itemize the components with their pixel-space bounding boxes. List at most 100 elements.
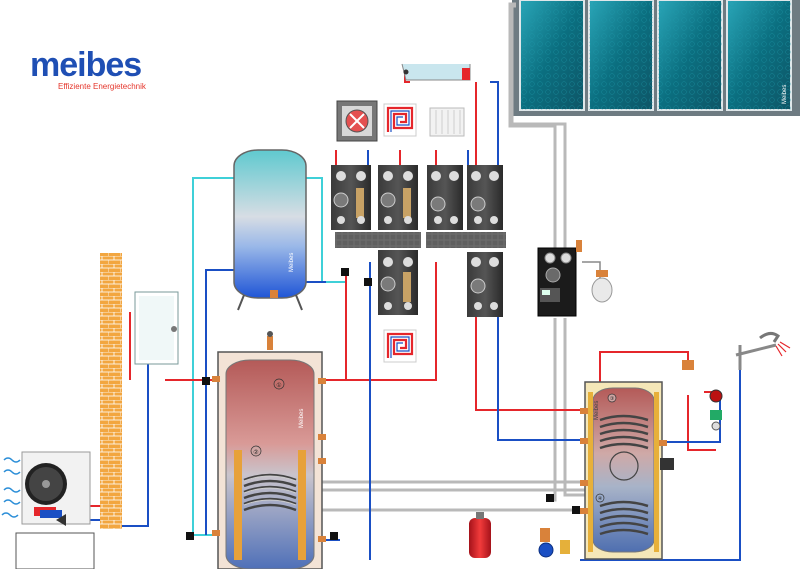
solar-collector-array: Meibes <box>512 0 800 116</box>
dhw-port <box>580 438 588 444</box>
thermometer-icon <box>471 257 481 267</box>
brick-wall <box>100 253 122 529</box>
thermometer-icon <box>489 171 499 181</box>
dhw-upper-coil <box>599 414 649 450</box>
meibes-logo: meibes Effiziente Energietechnik <box>30 48 146 92</box>
pump-icon <box>380 276 396 292</box>
solar-return-group <box>538 528 570 558</box>
solar-pump-station <box>537 240 613 317</box>
sensor-3-label: ③ <box>610 396 615 402</box>
logo-tagline: Effiziente Energietechnik <box>58 82 146 91</box>
pump-station-6 <box>467 252 503 317</box>
combi-port <box>318 378 326 384</box>
dhw-heater-element <box>660 458 674 470</box>
sensor-icon <box>607 393 617 403</box>
air-vent-icon <box>267 331 273 337</box>
check-valve <box>710 410 722 420</box>
combi-storage-tank: ① ② Meibes <box>212 331 326 569</box>
thermometer-icon <box>383 257 393 267</box>
airflow-waves-icon <box>1 457 21 518</box>
thermometer-icon <box>403 171 413 181</box>
air-vent-valve <box>267 336 273 350</box>
thermometer-icon <box>471 171 481 181</box>
pump-icon <box>333 192 349 208</box>
underfloor-heating-upper <box>383 103 417 137</box>
radiator <box>429 107 465 137</box>
hp-pump-arrow-icon <box>56 514 66 526</box>
pump-icon <box>545 267 561 283</box>
underfloor-heating-lower <box>383 329 417 363</box>
combi-port <box>212 530 220 536</box>
combi-tank-label: Meibes <box>299 409 305 428</box>
circulation-pump-icon <box>709 389 723 403</box>
water-spray-icon <box>775 341 791 357</box>
combi-port <box>318 458 326 464</box>
pool-valve <box>462 68 470 80</box>
sensor-icon <box>273 378 285 390</box>
dhw-port <box>659 440 667 446</box>
pump-icon <box>470 196 486 212</box>
thermometer-icon <box>431 171 441 181</box>
gauge-icon <box>544 252 556 264</box>
buffer-drain-fitting <box>270 290 278 298</box>
dhw-lower-coil <box>599 500 649 536</box>
thermometer-icon <box>383 171 393 181</box>
sensor-icon <box>595 493 605 503</box>
dhw-electric-heater <box>609 451 639 481</box>
pump-icon <box>470 278 486 294</box>
safety-valve <box>540 528 550 542</box>
solar-panel-3 <box>657 0 723 111</box>
buffer-tank: Meibes <box>233 149 307 311</box>
thermometer-icon <box>403 257 413 267</box>
thermometer-icon <box>356 171 366 181</box>
pump-station-2 <box>378 165 418 230</box>
pump-station-3 <box>427 165 463 230</box>
hp-valve-blue <box>40 510 62 518</box>
isolation-valves <box>186 268 580 540</box>
solar-panel-1 <box>519 0 585 111</box>
pump-station-4 <box>467 165 503 230</box>
pump-icon <box>538 542 554 558</box>
solar-panel-2 <box>588 0 654 111</box>
dhw-tank-label: Meibes <box>594 401 600 420</box>
thermometer-icon <box>489 257 499 267</box>
logo-wordmark: meibes <box>30 46 142 84</box>
combi-port <box>318 434 326 440</box>
combi-insulation-right <box>298 450 306 560</box>
pump-icon <box>380 192 396 208</box>
dhw-fittings <box>682 331 791 431</box>
valve-body <box>356 188 364 218</box>
buffer-tank-label: Meibes <box>289 253 295 272</box>
combi-insulation-left <box>234 450 242 560</box>
heat-pump-outdoor-unit <box>1 451 95 569</box>
dhw-solar-tank: ③ ④ Meibes <box>580 381 674 560</box>
heating-expansion-vessel <box>469 512 491 558</box>
mixing-valve <box>682 360 694 370</box>
pump-icon <box>430 196 446 212</box>
sensor-4-label: ④ <box>598 496 603 502</box>
thermometer-icon <box>336 171 346 181</box>
solar-expansion-vessel <box>591 277 613 303</box>
cold-water-pipes <box>192 177 346 536</box>
thermometer-icon <box>449 171 459 181</box>
dhw-port <box>580 408 588 414</box>
safety-valve <box>576 240 582 252</box>
solar-panel-label: Meibes <box>782 85 788 104</box>
pump-station-manifold <box>331 165 506 317</box>
pump-station-5 <box>378 250 418 315</box>
sensor-1-label: ① <box>276 382 281 389</box>
gauge-icon <box>560 252 572 264</box>
sensor-2-label: ② <box>253 449 258 456</box>
indoor-unit-display-icon <box>171 326 177 332</box>
heat-pump-indoor-unit <box>134 291 179 365</box>
dhw-port <box>580 480 588 486</box>
tap-icon <box>759 331 781 343</box>
pool-heat-exchanger <box>401 63 471 81</box>
pump-station-1 <box>331 165 371 230</box>
dhw-port <box>580 508 588 514</box>
combi-port <box>318 536 326 542</box>
solar-panel-4 <box>726 0 792 111</box>
air-heater-unit <box>336 100 378 142</box>
sensor-icon <box>250 445 262 457</box>
